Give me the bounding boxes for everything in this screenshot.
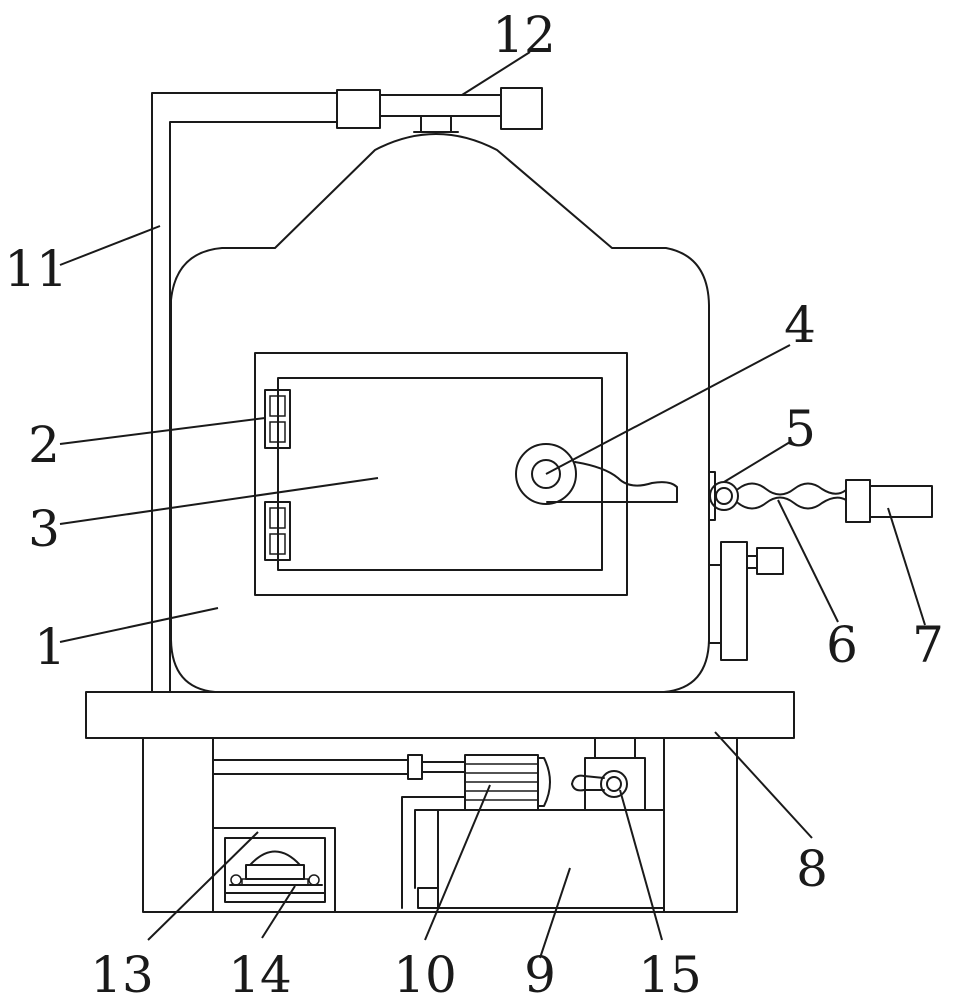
- side-knob: [708, 541, 784, 661]
- label-5: 5: [784, 400, 816, 458]
- leader-8: [714, 731, 813, 839]
- leader-3: [59, 477, 379, 525]
- leader-14: [261, 885, 296, 939]
- compartment: [212, 827, 336, 913]
- label-8: 8: [796, 840, 828, 898]
- valve: [571, 737, 646, 811]
- label-3: 3: [28, 500, 60, 558]
- top-crossbar: [336, 87, 543, 133]
- leader-2: [59, 417, 266, 445]
- water-tank: [437, 809, 665, 909]
- label-11: 11: [4, 240, 68, 298]
- label-14: 14: [228, 946, 292, 1000]
- label-4: 4: [784, 296, 816, 354]
- horizontal-pipe: [212, 754, 466, 780]
- leader-1: [59, 607, 219, 643]
- label-7: 7: [912, 616, 944, 674]
- label-9: 9: [524, 946, 556, 1000]
- reference-numerals: 1 2 3 4 5 6 7 8 9 10 11 12 13 14 15: [4, 6, 944, 1000]
- label-15: 15: [638, 946, 702, 1000]
- base-plate: [85, 691, 795, 739]
- leader-13: [147, 831, 259, 941]
- label-10: 10: [393, 946, 457, 1000]
- label-12: 12: [492, 6, 556, 64]
- cabinet-body: [170, 133, 710, 693]
- label-1: 1: [34, 618, 66, 676]
- door-panel: [277, 377, 603, 571]
- leader-10: [424, 784, 491, 941]
- outlet-pipe: [401, 796, 466, 909]
- leader-12: [461, 51, 531, 96]
- leader-lines: [59, 51, 926, 959]
- side-connector: [708, 471, 933, 523]
- label-2: 2: [28, 416, 60, 474]
- leader-5: [723, 441, 791, 483]
- leader-7: [887, 507, 926, 626]
- leader-9: [539, 867, 571, 959]
- support-rod: [151, 92, 338, 693]
- motor: [464, 754, 551, 811]
- door-handle: [515, 443, 678, 505]
- leader-15: [619, 789, 663, 941]
- leader-6: [777, 499, 839, 623]
- label-13: 13: [90, 946, 154, 1000]
- hinge-lower: [264, 501, 291, 561]
- device: [224, 850, 326, 894]
- label-6: 6: [826, 616, 858, 674]
- door-frame: [254, 352, 628, 596]
- leader-11: [59, 225, 161, 266]
- leader-4: [545, 344, 791, 475]
